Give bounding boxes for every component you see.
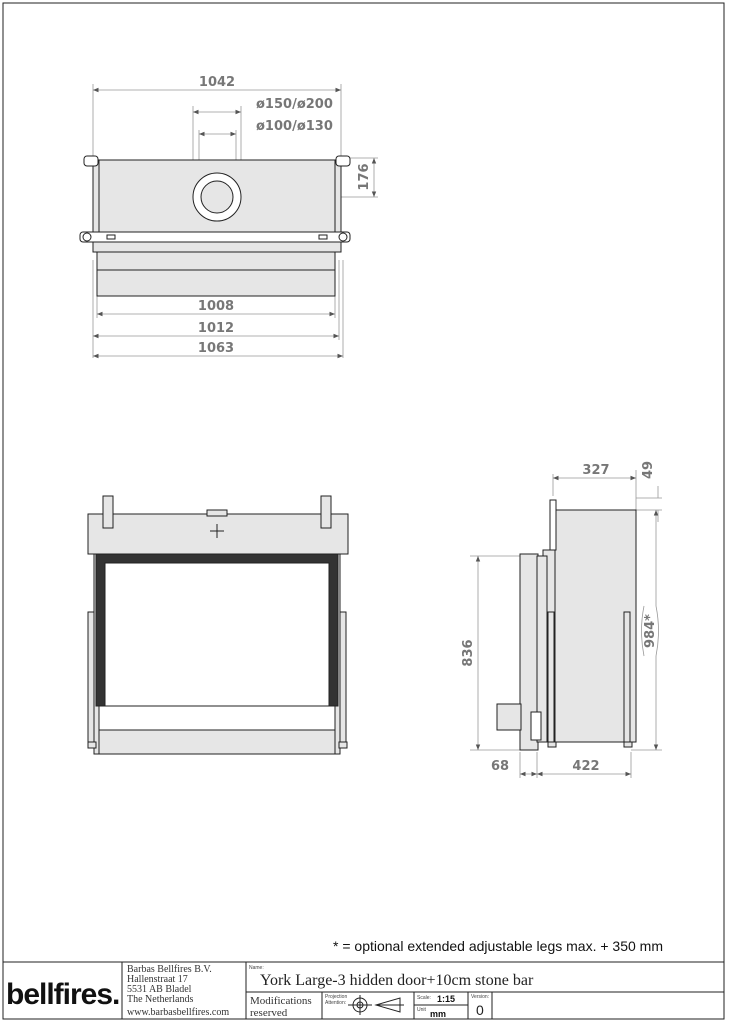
dim-1063: 1063 bbox=[198, 341, 234, 356]
modifications-line-2: reserved bbox=[250, 1007, 288, 1019]
company-street: Hallenstraat 17 bbox=[127, 974, 188, 985]
company-website: www.barbasbellfires.com bbox=[127, 1007, 229, 1018]
company-name: Barbas Bellfires B.V. bbox=[127, 964, 212, 975]
top-view: 1042 ø150/ø200 ø100/ø130 176 1008 1012 1… bbox=[79, 75, 378, 359]
dim-176: 176 bbox=[357, 163, 372, 190]
dim-984: 984* bbox=[643, 614, 658, 648]
dim-flue-inner: ø100/ø130 bbox=[256, 119, 333, 134]
bellfires-logo: bellfires. bbox=[6, 978, 119, 1011]
company-country: The Netherlands bbox=[127, 994, 193, 1005]
name-label: Name: bbox=[249, 965, 264, 971]
dim-68: 68 bbox=[491, 759, 509, 774]
dim-flue-outer: ø150/ø200 bbox=[256, 97, 333, 112]
front-view bbox=[87, 495, 349, 755]
lug-icon bbox=[335, 155, 351, 167]
dim-836: 836 bbox=[461, 639, 476, 666]
dim-49: 49 bbox=[641, 461, 656, 479]
dim-1008: 1008 bbox=[198, 299, 234, 314]
title-block: bellfires. Barbas Bellfires B.V. Hallens… bbox=[2, 961, 725, 1020]
stone-bar-top bbox=[92, 241, 342, 253]
cross-marker-icon bbox=[210, 524, 224, 538]
scale-label: Scale: bbox=[417, 995, 431, 1001]
scale-value: 1:15 bbox=[437, 994, 455, 1004]
unit-value: mm bbox=[430, 1009, 446, 1019]
side-body bbox=[552, 509, 637, 743]
projection-label: Projection bbox=[325, 994, 347, 1000]
lug-icon bbox=[83, 155, 99, 167]
attention-label: Attention: bbox=[325, 1000, 346, 1006]
company-postcode: 5531 AB Bladel bbox=[127, 984, 192, 995]
front-hood bbox=[87, 513, 349, 555]
stone-bar-front bbox=[98, 705, 336, 731]
side-view: 327 49 836 984* 68 422 bbox=[461, 461, 662, 778]
flue-pipe-icon bbox=[200, 180, 234, 214]
dim-1012: 1012 bbox=[198, 321, 234, 336]
glass-window bbox=[104, 562, 330, 707]
dim-422: 422 bbox=[572, 759, 599, 774]
modifications-line-1: Modifications bbox=[250, 995, 312, 1007]
front-frame bbox=[79, 231, 351, 243]
footnote: * = optional extended adjustable legs ma… bbox=[333, 938, 663, 954]
dim-1042: 1042 bbox=[199, 75, 235, 90]
version-label: Version: bbox=[471, 994, 489, 1000]
dim-327: 327 bbox=[582, 463, 609, 478]
version-value: 0 bbox=[476, 1002, 484, 1018]
unit-label: Unit bbox=[417, 1007, 427, 1013]
drawing-name: York Large-3 hidden door+10cm stone bar bbox=[260, 972, 534, 989]
projection-symbol-icon bbox=[348, 995, 404, 1015]
